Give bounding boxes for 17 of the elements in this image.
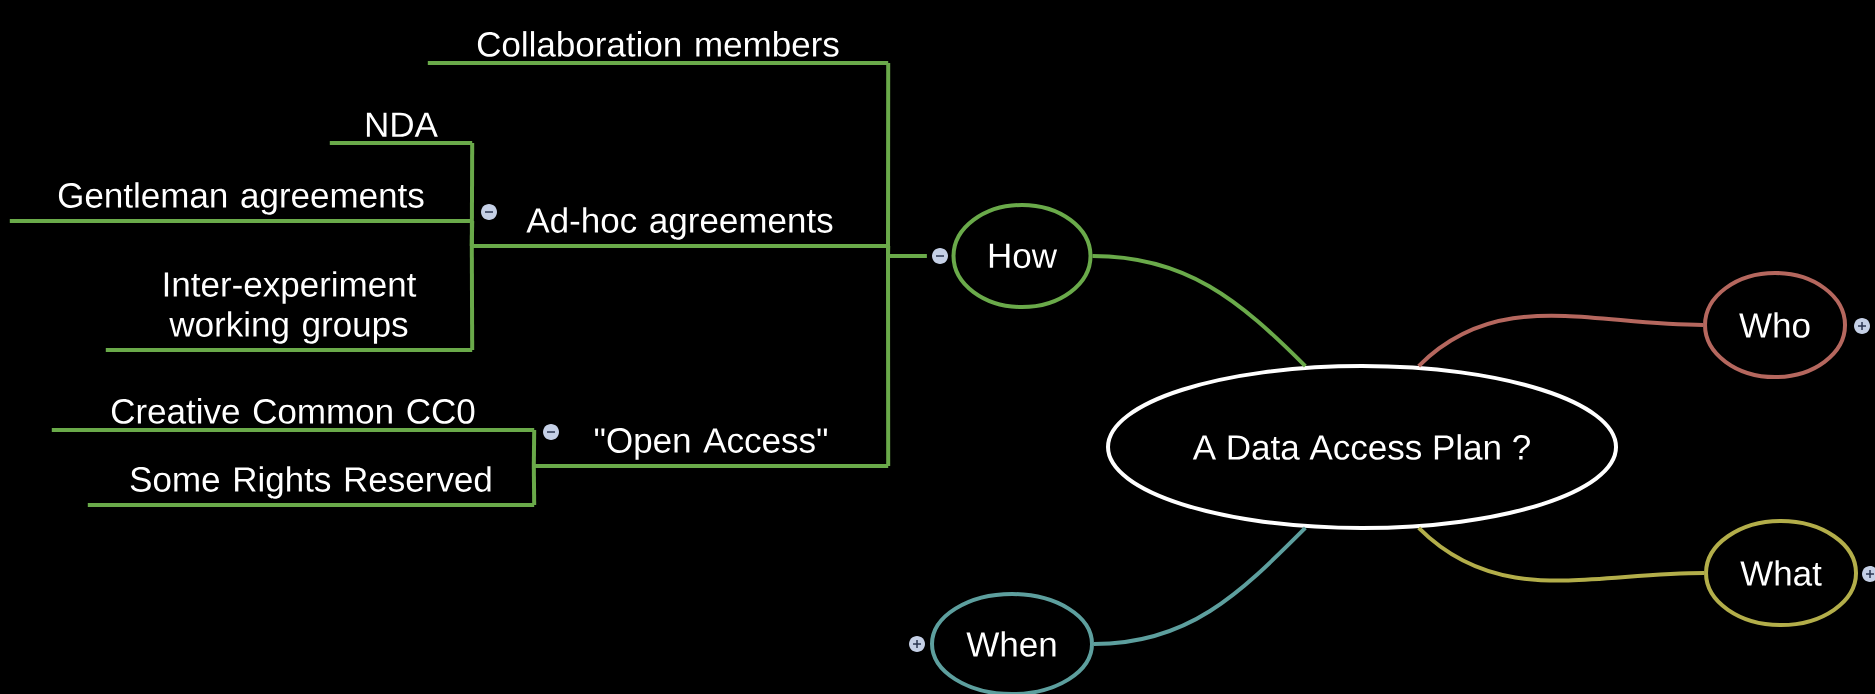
topic-label: Ad-hoc agreements — [471, 207, 889, 248]
branch-line — [531, 466, 537, 506]
branch-line — [1092, 254, 1307, 368]
branch-line — [469, 246, 475, 350]
topic-label: NDA — [329, 112, 473, 145]
topic-label: "Open Access" — [533, 428, 889, 468]
branch-line — [1093, 526, 1307, 646]
topic-label: Inter-experiment working groups — [105, 271, 473, 352]
topic-label: Gentleman agreements — [9, 182, 473, 223]
topic-label: Some Rights Reserved — [87, 466, 535, 507]
branch-line — [469, 220, 475, 247]
topic-label: Collaboration members — [427, 31, 889, 65]
branch-line — [531, 430, 537, 467]
branch-line — [886, 254, 927, 466]
topic-label: Creative Common CC0 — [51, 398, 535, 432]
branch-line — [1417, 526, 1705, 583]
branch-line — [1417, 313, 1704, 368]
